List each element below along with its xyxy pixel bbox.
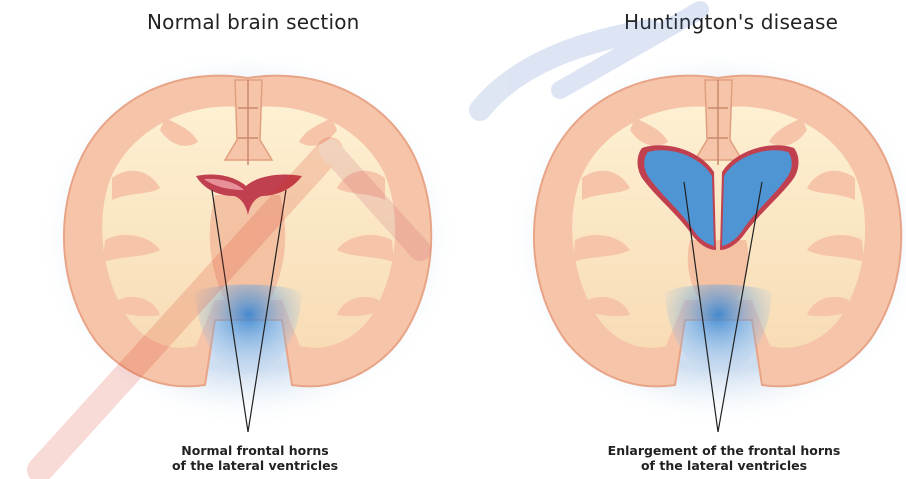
caption-normal-line2: of the lateral ventricles [105,458,405,473]
caption-normal: Normal frontal horns of the lateral vent… [105,443,405,473]
brain-huntingtons [508,48,906,432]
caption-enlarged: Enlargement of the frontal horns of the … [574,443,874,473]
caption-enlarged-line1: Enlargement of the frontal horns [574,443,874,458]
caption-normal-line1: Normal frontal horns [105,443,405,458]
caption-enlarged-line2: of the lateral ventricles [574,458,874,473]
